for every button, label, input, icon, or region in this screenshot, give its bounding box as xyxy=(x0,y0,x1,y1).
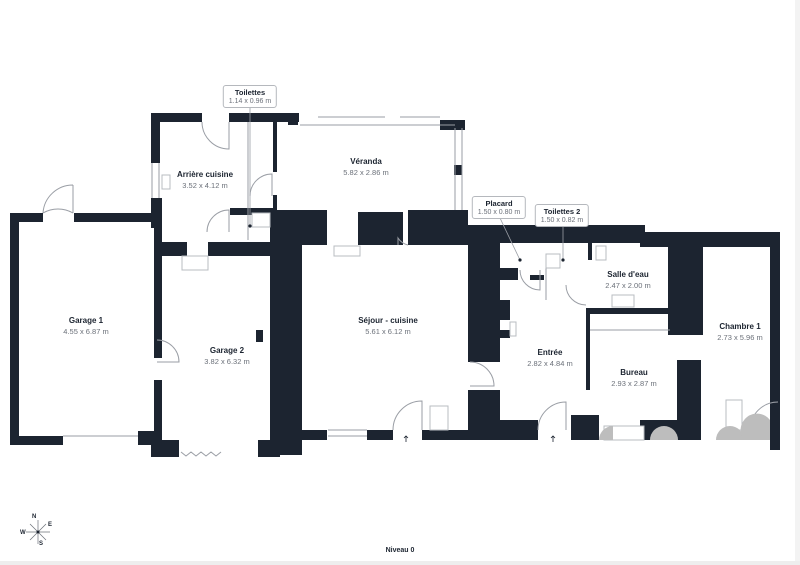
room-dimensions: 3.82 x 6.32 m xyxy=(204,357,250,366)
room-garage-1: Garage 1 4.55 x 6.87 m xyxy=(63,316,108,336)
callout-placard: Placard 1.50 x 0.80 m xyxy=(471,196,527,219)
callout-dots xyxy=(248,224,565,262)
room-dimensions: 2.73 x 5.96 m xyxy=(717,333,763,342)
room-dimensions: 2.47 x 2.00 m xyxy=(605,281,651,290)
compass-rose: N E S W xyxy=(18,512,58,552)
room-name: Toilettes 2 xyxy=(543,207,581,216)
room-dimensions: 4.55 x 6.87 m xyxy=(63,327,109,336)
room-name: Bureau xyxy=(620,368,648,377)
room-dimensions: 5.82 x 2.86 m xyxy=(343,168,389,177)
callout-leaders xyxy=(249,108,564,261)
room-name: Garage 2 xyxy=(209,346,245,355)
callout-toilettes-2: Toilettes 2 1.50 x 0.82 m xyxy=(534,204,590,227)
room-garage-2: Garage 2 3.82 x 6.32 m xyxy=(204,346,249,366)
room-name: Garage 1 xyxy=(68,316,104,325)
room-dimensions: 3.52 x 4.12 m xyxy=(182,181,228,190)
room-name: Placard xyxy=(485,199,513,208)
room-dimensions: 2.82 x 4.84 m xyxy=(527,359,573,368)
room-name: Entrée xyxy=(537,348,563,357)
page-edge xyxy=(795,0,800,565)
callout-toilettes: Toilettes 1.14 x 0.96 m xyxy=(222,85,278,108)
level-label: Niveau 0 xyxy=(385,547,415,554)
walls xyxy=(10,113,780,457)
room-veranda: Véranda 5.82 x 2.86 m xyxy=(343,157,388,177)
room-name: Véranda xyxy=(350,157,382,166)
compass-north: N xyxy=(32,514,37,520)
folding-door xyxy=(180,451,222,457)
room-name: Chambre 1 xyxy=(719,322,761,331)
room-name: Toilettes xyxy=(234,88,266,97)
room-name: Arrière cuisine xyxy=(176,170,234,179)
room-dimensions: 2.93 x 2.87 m xyxy=(611,379,657,388)
compass-icon xyxy=(26,520,50,544)
room-name: Salle d'eau xyxy=(607,270,649,279)
room-arriere-cuisine: Arrière cuisine 3.52 x 4.12 m xyxy=(177,170,233,190)
compass-west: W xyxy=(20,530,26,536)
room-bureau: Bureau 2.93 x 2.87 m xyxy=(611,368,656,388)
room-name: Séjour - cuisine xyxy=(358,316,418,325)
room-sejour-cuisine: Séjour - cuisine 5.61 x 6.12 m xyxy=(358,316,418,336)
compass-east: E xyxy=(48,522,53,528)
room-dimensions: 1.14 x 0.96 m xyxy=(228,98,272,105)
room-salle-d-eau: Salle d'eau 2.47 x 2.00 m xyxy=(605,270,650,290)
room-entree: Entrée 2.82 x 4.84 m xyxy=(527,348,572,368)
compass-south: S xyxy=(39,541,44,547)
room-dimensions: 1.50 x 0.80 m xyxy=(477,209,521,216)
thin-lines xyxy=(63,116,670,437)
page-bottom-edge xyxy=(0,561,800,565)
room-dimensions: 5.61 x 6.12 m xyxy=(365,327,411,336)
room-chambre-1: Chambre 1 2.73 x 5.96 m xyxy=(717,322,762,342)
room-dimensions: 1.50 x 0.82 m xyxy=(540,217,584,224)
door-swings xyxy=(42,121,779,431)
entry-arrows xyxy=(403,435,556,442)
exterior-steps xyxy=(599,413,770,440)
